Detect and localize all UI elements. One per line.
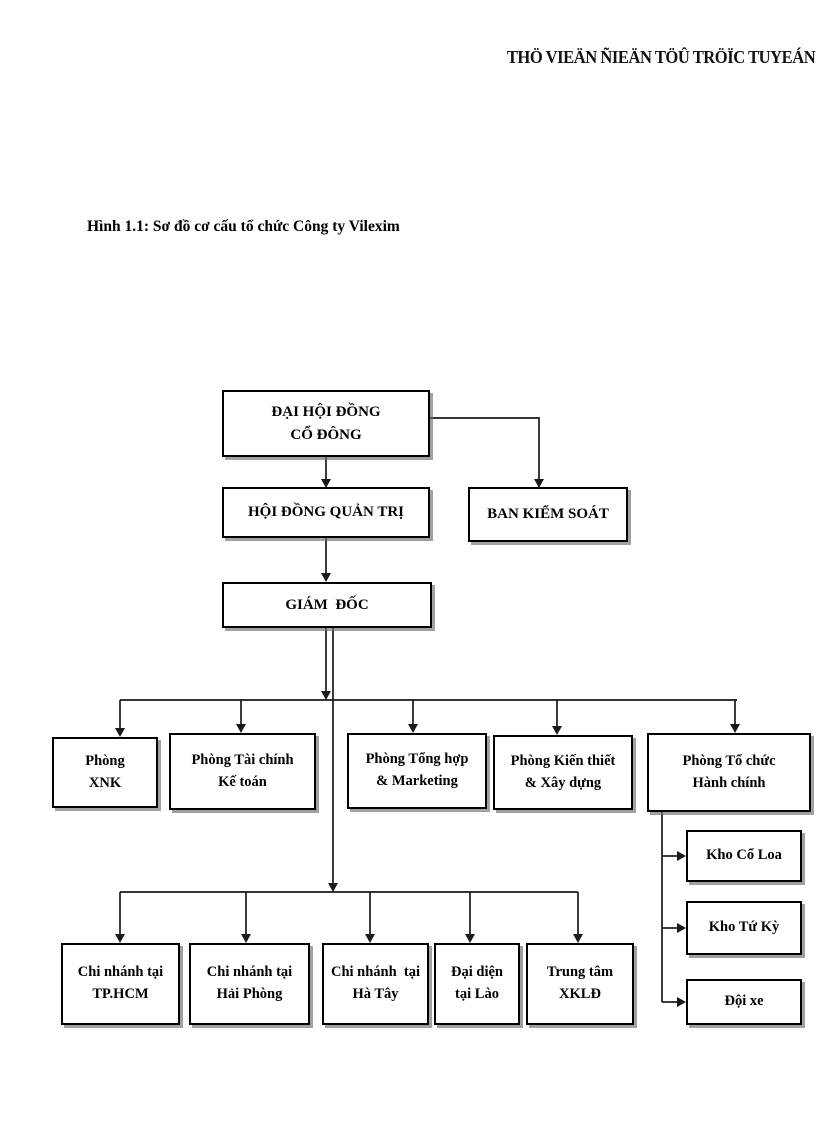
node-ban-kiem-soat: BAN KIỂM SOÁT [468, 487, 628, 542]
node-trung-tam-xkld: Trung tâm XKLĐ [526, 943, 634, 1025]
watermark-header: THÖ VIEÄN ÑIEÄN TÖÛ TRÖÏC TUYEÁN [506, 47, 816, 67]
connector-dhdcd-bks [430, 417, 544, 488]
node-phong-tong-hop-marketing: Phòng Tổng hợp & Marketing [347, 733, 487, 809]
node-chi-nhanh-hai-phong: Chi nhánh tại Hải Phòng [189, 943, 310, 1025]
node-chi-nhanh-ha-tay: Chi nhánh tại Hà Tây [322, 943, 429, 1025]
connector-gd-branches [115, 628, 583, 943]
node-phong-xnk: Phòng XNK [52, 737, 158, 808]
node-kho-tu-ky: Kho Tứ Kỳ [686, 901, 802, 955]
figure-caption: Hình 1.1: Sơ đồ cơ cấu tổ chức Công ty V… [87, 218, 400, 235]
node-phong-kien-thiet-xay-dung: Phòng Kiến thiết & Xây dựng [493, 735, 633, 810]
connector-dhdcd-hdqt [321, 457, 331, 488]
node-hoi-dong-quan-tri: HỘI ĐỒNG QUẢN TRỊ [222, 487, 430, 538]
node-doi-xe: Đội xe [686, 979, 802, 1025]
node-phong-tai-chinh-ke-toan: Phòng Tài chính Kế toán [169, 733, 316, 810]
node-giam-doc: GIÁM ĐỐC [222, 582, 432, 628]
node-dai-dien-tai-lao: Đại diện tại Lào [434, 943, 520, 1025]
node-chi-nhanh-tphcm: Chi nhánh tại TP.HCM [61, 943, 180, 1025]
node-kho-co-loa: Kho Cổ Loa [686, 830, 802, 882]
connector-tochuc-units [661, 812, 686, 1007]
connector-hdqt-gd [321, 538, 331, 582]
node-phong-to-chuc-hanh-chinh: Phòng Tổ chức Hành chính [647, 733, 811, 812]
node-dai-hoi-dong-co-dong: ĐẠI HỘI ĐỒNG CỔ ĐÔNG [222, 390, 430, 457]
connector-gd-departments [115, 628, 740, 737]
